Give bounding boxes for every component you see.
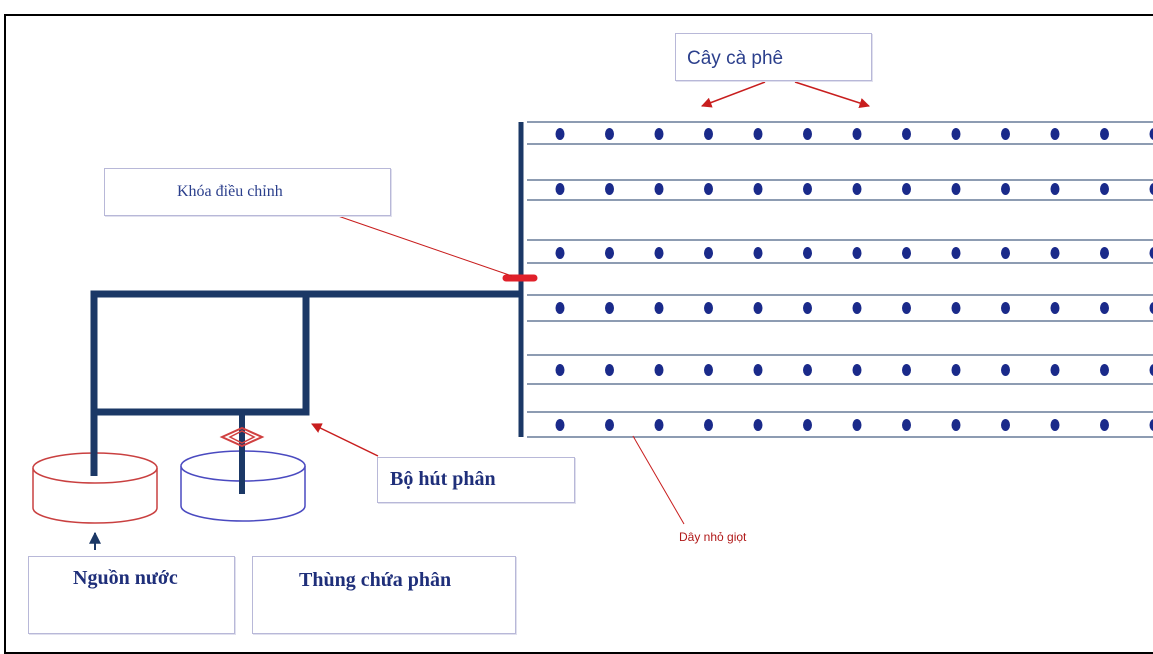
coffee-plant	[754, 364, 763, 376]
drip-line-pointer	[633, 436, 684, 524]
coffee-plant	[853, 364, 862, 376]
coffee-tree-arrow-left	[702, 82, 765, 106]
coffee-plant	[655, 419, 664, 431]
coffee-plant	[1150, 364, 1153, 376]
water-source-label: Nguồn nước	[73, 567, 178, 590]
coffee-plant	[556, 128, 565, 140]
coffee-plant	[1150, 302, 1153, 314]
coffee-plant	[952, 302, 961, 314]
coffee-plant	[1001, 183, 1010, 195]
coffee-plant	[704, 419, 713, 431]
control-valve-label-box: Khóa điều chỉnh	[104, 168, 391, 216]
coffee-plant	[1001, 364, 1010, 376]
coffee-plant	[754, 247, 763, 259]
coffee-plant	[1150, 419, 1153, 431]
fertilizer-loop-pipe	[94, 294, 306, 412]
coffee-plant	[556, 302, 565, 314]
coffee-plant	[1051, 247, 1060, 259]
water-source-label-box: Nguồn nước	[28, 556, 235, 634]
coffee-plant	[952, 247, 961, 259]
coffee-plant	[556, 183, 565, 195]
coffee-plant	[556, 364, 565, 376]
coffee-plant	[803, 419, 812, 431]
fertilizer-pump-label-box: Bộ hút phân	[377, 457, 575, 503]
coffee-plant	[803, 128, 812, 140]
coffee-plant	[1100, 419, 1109, 431]
coffee-plant	[902, 364, 911, 376]
coffee-plant	[605, 364, 614, 376]
coffee-plant	[655, 364, 664, 376]
coffee-plant	[1051, 419, 1060, 431]
coffee-tree-label: Cây cà phê	[687, 48, 783, 70]
coffee-plant	[556, 419, 565, 431]
coffee-plant	[902, 419, 911, 431]
coffee-plant	[605, 302, 614, 314]
coffee-plant	[902, 302, 911, 314]
coffee-plant	[1001, 128, 1010, 140]
coffee-plant	[1001, 302, 1010, 314]
valve-pointer-line	[338, 216, 512, 276]
coffee-plant	[1100, 302, 1109, 314]
coffee-plant	[704, 302, 713, 314]
drip-line-field	[527, 122, 1153, 437]
coffee-plant	[803, 183, 812, 195]
control-valve-label: Khóa điều chỉnh	[177, 183, 283, 201]
coffee-plant	[853, 247, 862, 259]
coffee-plant	[605, 419, 614, 431]
coffee-plant	[952, 364, 961, 376]
coffee-plant	[754, 128, 763, 140]
coffee-plant	[803, 247, 812, 259]
coffee-plant	[853, 419, 862, 431]
coffee-plant	[704, 364, 713, 376]
coffee-plant	[1150, 183, 1153, 195]
coffee-plant	[1150, 128, 1153, 140]
coffee-plant	[1100, 247, 1109, 259]
coffee-plant	[1051, 302, 1060, 314]
coffee-plant	[704, 247, 713, 259]
coffee-plant	[952, 128, 961, 140]
coffee-plant	[655, 247, 664, 259]
coffee-plant	[1100, 128, 1109, 140]
coffee-plant	[605, 183, 614, 195]
coffee-plant	[1051, 183, 1060, 195]
coffee-plant	[1051, 364, 1060, 376]
coffee-plant	[754, 302, 763, 314]
fertilizer-pump-label: Bộ hút phân	[390, 468, 496, 491]
coffee-plant	[1150, 247, 1153, 259]
pump-arrow	[312, 424, 378, 456]
coffee-plant	[1100, 183, 1109, 195]
coffee-plant	[556, 247, 565, 259]
coffee-plant	[1051, 128, 1060, 140]
coffee-plant	[605, 247, 614, 259]
coffee-plant	[902, 247, 911, 259]
coffee-plant	[1001, 419, 1010, 431]
fertilizer-tank-label: Thùng chứa phân	[299, 569, 451, 592]
coffee-plant	[704, 128, 713, 140]
coffee-plant	[902, 183, 911, 195]
coffee-plant	[803, 364, 812, 376]
coffee-tree-arrow-right	[795, 82, 869, 106]
coffee-plant	[853, 183, 862, 195]
coffee-plant	[952, 419, 961, 431]
coffee-plant	[1100, 364, 1109, 376]
coffee-plant	[853, 302, 862, 314]
coffee-plant	[704, 183, 713, 195]
coffee-plant	[902, 128, 911, 140]
coffee-plant	[655, 183, 664, 195]
coffee-plant	[853, 128, 862, 140]
coffee-plant	[655, 128, 664, 140]
coffee-plant	[754, 419, 763, 431]
fertilizer-tank-label-box: Thùng chứa phân	[252, 556, 516, 634]
coffee-plant	[1001, 247, 1010, 259]
coffee-plant	[754, 183, 763, 195]
coffee-tree-label-box: Cây cà phê	[675, 33, 872, 81]
drip-line-label: Dây nhỏ giọt	[679, 530, 746, 544]
coffee-plant	[803, 302, 812, 314]
coffee-plant	[952, 183, 961, 195]
coffee-plant	[655, 302, 664, 314]
coffee-plant	[605, 128, 614, 140]
